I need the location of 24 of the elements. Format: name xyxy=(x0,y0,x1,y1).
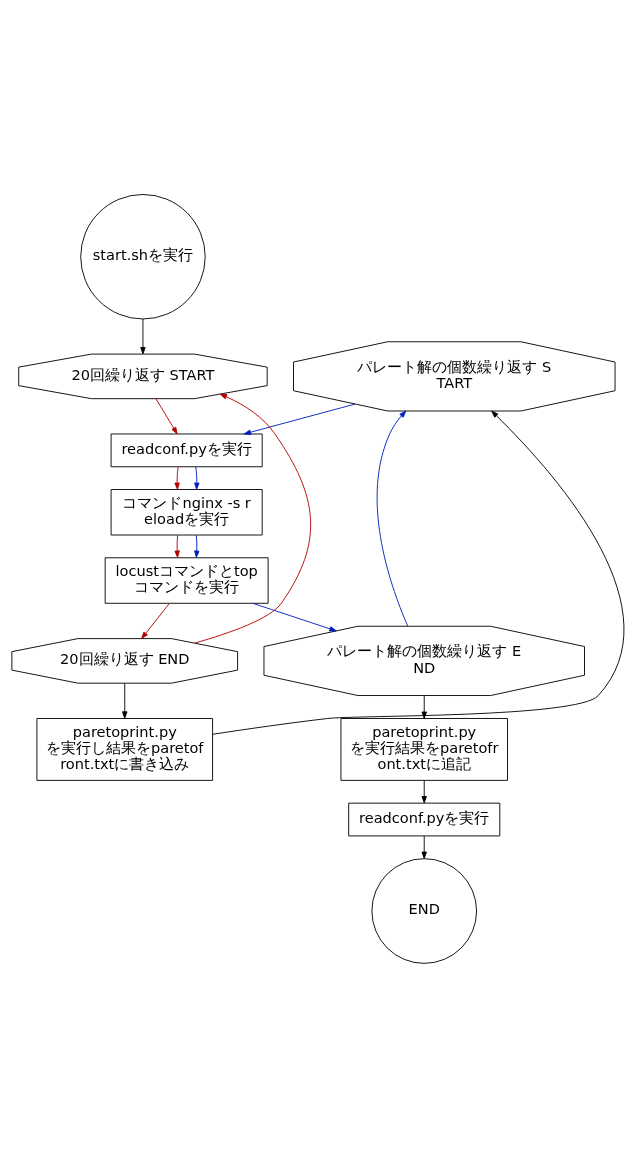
node-box: コマンドnginx -s reloadを実行 xyxy=(110,488,263,535)
node-box: readconf.pyを実行 xyxy=(348,802,501,836)
arrow xyxy=(421,835,427,859)
arrow xyxy=(141,602,170,639)
node-circle: start.shを実行 xyxy=(80,193,206,319)
arrow xyxy=(376,410,409,627)
node-box: readconf.pyを実行 xyxy=(110,433,263,467)
arrow xyxy=(174,534,180,558)
arrow xyxy=(122,682,128,719)
arrow xyxy=(174,466,180,490)
arrow xyxy=(140,318,146,354)
arrow xyxy=(155,398,178,434)
arrow xyxy=(194,466,200,490)
arrow xyxy=(212,410,625,735)
arrow xyxy=(252,602,337,631)
node-box: locustコマンドとtopコマンドを実行 xyxy=(104,556,269,604)
arrow xyxy=(421,694,427,719)
arrow xyxy=(421,779,427,803)
node-box: paretoprint.pyを実行し結果をparetofront.txtに書き込み xyxy=(36,717,214,781)
arrow xyxy=(194,534,200,558)
node-circle: END xyxy=(371,857,478,964)
node-box: paretoprint.pyを実行結果をparetofront.txtに追記 xyxy=(340,717,508,781)
arrow xyxy=(243,403,356,435)
arrow xyxy=(194,393,311,644)
